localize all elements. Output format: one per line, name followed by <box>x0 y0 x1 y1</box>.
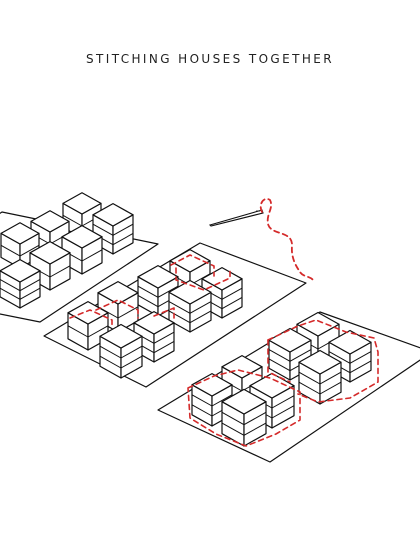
house <box>328 329 372 383</box>
floor-line <box>168 310 191 324</box>
floor-line <box>211 394 233 407</box>
stitch-line <box>267 339 291 383</box>
house-roof <box>29 241 71 265</box>
house-roof <box>133 311 175 335</box>
floor-line <box>19 244 40 257</box>
floor-line <box>221 297 243 310</box>
house-roof <box>221 355 263 379</box>
house-roof <box>328 329 372 355</box>
stitch-line <box>175 267 231 291</box>
floor-line <box>319 371 342 385</box>
floor-line <box>62 214 83 227</box>
house <box>0 222 40 269</box>
floor-line <box>137 285 159 298</box>
house-roof <box>221 388 267 415</box>
floor-line <box>19 287 41 300</box>
thread-icon <box>259 198 314 281</box>
house <box>67 301 109 351</box>
needle-layer <box>208 198 314 281</box>
floor-line <box>99 345 122 359</box>
house <box>133 311 175 363</box>
floor-line <box>0 287 21 300</box>
floor-line <box>189 310 212 324</box>
floor-line <box>289 349 312 362</box>
needle-icon <box>208 209 264 227</box>
floor-line <box>221 422 245 436</box>
floor-line <box>319 381 342 395</box>
house-roof <box>0 259 41 283</box>
floor-line <box>120 345 143 359</box>
stitch-line <box>69 309 113 329</box>
house-roof <box>62 192 102 215</box>
floor-line <box>271 395 295 409</box>
floor-line <box>99 355 122 369</box>
house-roof <box>0 222 40 245</box>
floor-line <box>221 287 243 300</box>
house-roof <box>169 249 211 273</box>
stitch-line <box>170 254 215 277</box>
floor-line <box>268 349 291 362</box>
house-roof <box>191 373 233 397</box>
stitch-line <box>95 299 139 319</box>
floor-line <box>112 223 134 236</box>
house-roof <box>30 210 70 233</box>
house-roof <box>61 225 103 249</box>
floor-line <box>191 394 213 407</box>
floor-line <box>271 405 295 419</box>
floor-line <box>221 411 245 426</box>
floor-line <box>0 244 21 257</box>
house-roof <box>296 311 340 337</box>
house <box>298 349 342 405</box>
diagram-title: STITCHING HOUSES TOGETHER <box>86 52 334 66</box>
house-roof <box>298 349 342 375</box>
floor-line <box>298 371 321 385</box>
floor-line <box>137 295 159 308</box>
house-roof <box>201 267 243 291</box>
floor-line <box>189 301 212 314</box>
floor-line <box>298 381 321 395</box>
house <box>99 323 143 379</box>
stitches-layer <box>69 254 379 447</box>
floor-line <box>243 422 267 436</box>
floor-line <box>157 285 179 298</box>
floor-line <box>117 306 139 319</box>
floor-line <box>92 223 114 236</box>
floor-line <box>349 360 372 374</box>
floor-line <box>349 351 372 364</box>
floor-line <box>67 325 89 338</box>
floor-line <box>328 351 351 364</box>
floor-line <box>19 279 41 292</box>
floor-line <box>0 279 21 292</box>
floor-line <box>112 233 134 246</box>
floor-line <box>243 411 267 426</box>
house-roof <box>92 203 134 227</box>
floor-line <box>268 358 291 372</box>
stitch-line <box>153 307 175 319</box>
floor-line <box>87 325 109 338</box>
floor-line <box>153 331 175 344</box>
floor-line <box>81 249 103 262</box>
floor-line <box>49 265 71 278</box>
house-roof <box>99 323 143 349</box>
floor-line <box>168 301 191 314</box>
floor-line <box>153 341 175 354</box>
house <box>221 388 267 447</box>
house-roof <box>137 265 179 289</box>
stitch-line <box>187 369 301 447</box>
house-roof <box>168 279 212 305</box>
house-roof <box>97 281 139 305</box>
floor-line <box>191 404 213 417</box>
floor-line <box>120 355 143 369</box>
house <box>0 259 41 309</box>
stitch-line <box>267 319 379 403</box>
house <box>168 279 212 333</box>
